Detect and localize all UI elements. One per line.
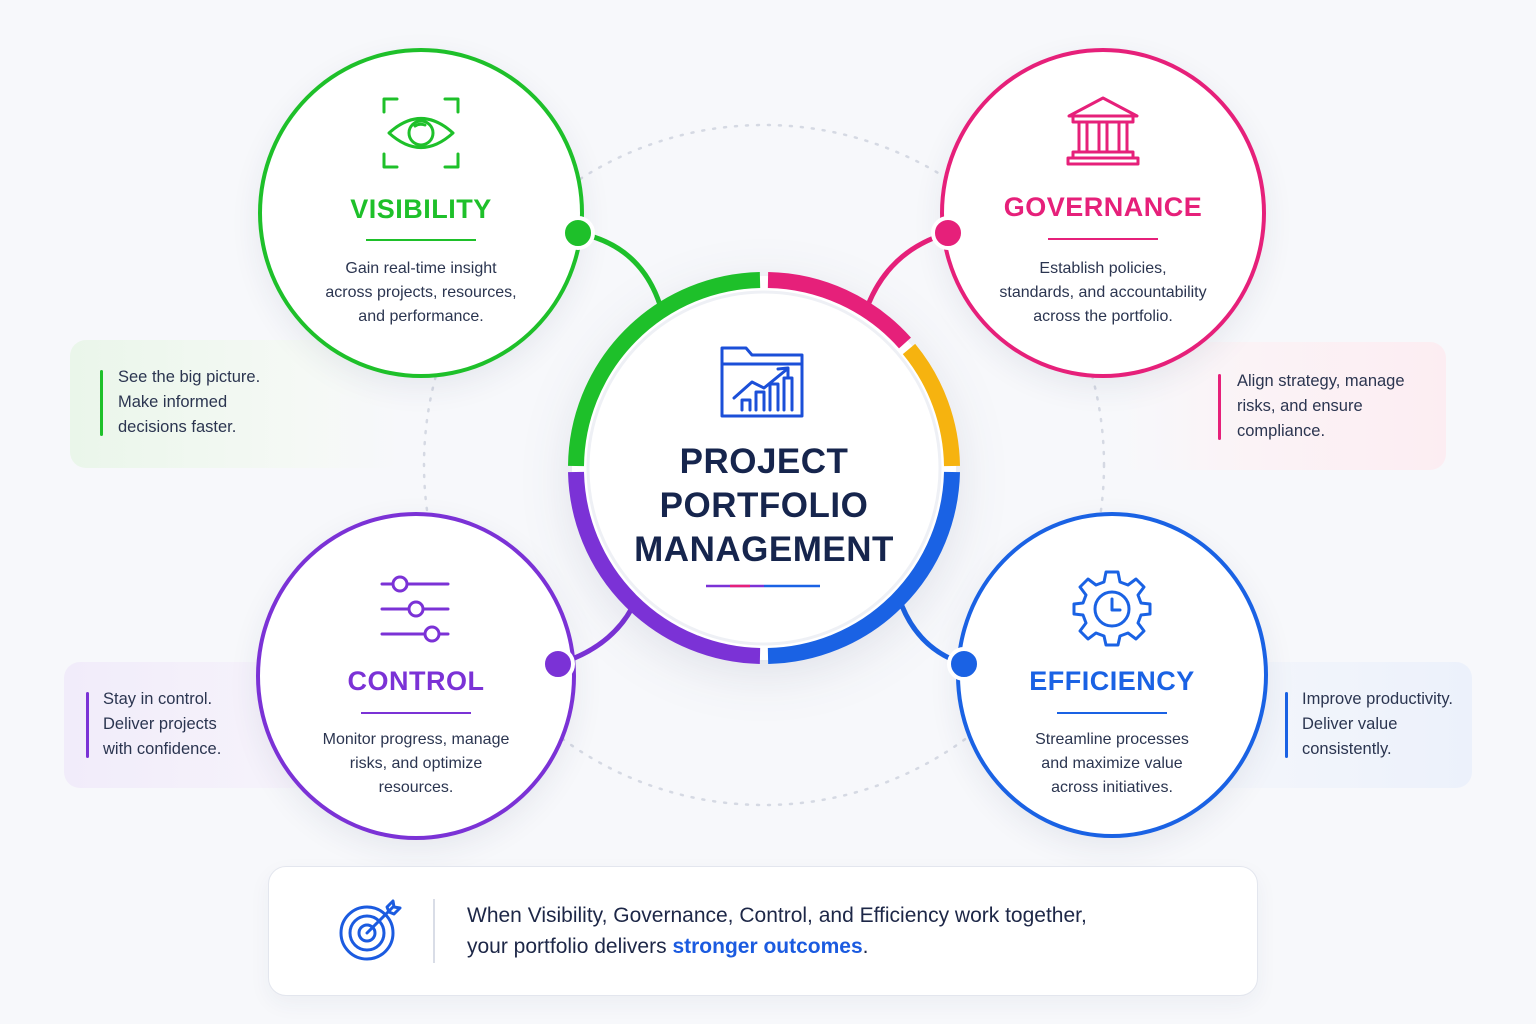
summary-line-2-prefix: your portfolio delivers (467, 935, 673, 958)
visibility-side-text: See the big picture. Make informed decis… (118, 365, 260, 440)
efficiency-card: EFFICIENCY Streamline processes and maxi… (956, 512, 1268, 838)
governance-desc-line: Establish policies, (1039, 260, 1167, 277)
efficiency-title: EFFICIENCY (1029, 666, 1195, 696)
institution-icon (1063, 92, 1143, 177)
efficiency-side-line: consistently. (1302, 740, 1392, 758)
control-title: CONTROL (347, 666, 485, 696)
governance-side-line: Align strategy, manage (1237, 372, 1405, 390)
visibility-desc-line: across projects, resources, (325, 284, 517, 301)
summary-line-2: your portfolio delivers stronger outcome… (467, 931, 1087, 962)
visibility-desc-line: Gain real-time insight (345, 260, 497, 277)
summary-message: When Visibility, Governance, Control, an… (467, 900, 1087, 962)
efficiency-desc-line: and maximize value (1041, 755, 1183, 772)
gear-clock-icon (1072, 568, 1152, 653)
control-desc-line: resources. (378, 779, 454, 796)
visibility-side-bar (100, 370, 103, 436)
efficiency-rule (1057, 712, 1167, 714)
control-side-bar (86, 692, 89, 758)
visibility-side-line: See the big picture. (118, 368, 261, 386)
efficiency-side-line: Deliver value (1302, 715, 1398, 733)
visibility-card: VISIBILITY Gain real-time insight across… (258, 48, 584, 378)
sliders-icon (378, 570, 454, 651)
control-description: Monitor progress, manage risks, and opti… (300, 728, 532, 800)
control-rule (361, 712, 471, 714)
summary-line-1: When Visibility, Governance, Control, an… (467, 904, 1087, 927)
control-side-line: Stay in control. (103, 690, 213, 708)
governance-side-line: compliance. (1237, 422, 1326, 440)
summary-divider (433, 899, 435, 963)
eye-focus-icon (381, 96, 461, 175)
summary-line-2-suffix: . (862, 935, 869, 958)
visibility-side-card: See the big picture. Make informed decis… (70, 340, 400, 468)
efficiency-side-bar (1285, 692, 1288, 758)
efficiency-desc-line: across initiatives. (1051, 779, 1173, 796)
governance-side-bar (1218, 374, 1221, 440)
visibility-description: Gain real-time insight across projects, … (302, 257, 540, 329)
efficiency-side-line: Improve productivity. (1302, 690, 1453, 708)
visibility-desc-line: and performance. (358, 308, 484, 325)
governance-card: GOVERNANCE Establish policies, standards… (940, 48, 1266, 378)
summary-card: When Visibility, Governance, Control, an… (268, 866, 1258, 996)
control-desc-line: Monitor progress, manage (322, 731, 510, 748)
visibility-title: VISIBILITY (350, 194, 492, 224)
efficiency-desc-line: Streamline processes (1035, 731, 1189, 748)
center-title: PROJECT PORTFOLIO MANAGEMENT (588, 440, 940, 572)
governance-desc-line: across the portfolio. (1033, 308, 1173, 325)
control-card: CONTROL Monitor progress, manage risks, … (256, 512, 576, 840)
visibility-side-line: decisions faster. (118, 418, 237, 436)
visibility-rule (366, 239, 476, 241)
center-title-line: PORTFOLIO (659, 486, 869, 525)
center-title-line: MANAGEMENT (634, 530, 894, 569)
control-desc-line: risks, and optimize (349, 755, 483, 772)
efficiency-side-text: Improve productivity. Deliver value cons… (1302, 687, 1453, 762)
center-title-line: PROJECT (679, 442, 849, 481)
efficiency-description: Streamline processes and maximize value … (1000, 728, 1224, 800)
summary-highlight: stronger outcomes (672, 935, 863, 958)
target-icon (337, 897, 403, 968)
control-side-line: with confidence. (103, 740, 222, 758)
control-side-line: Deliver projects (103, 715, 217, 733)
governance-title: GOVERNANCE (1003, 192, 1203, 222)
governance-side-line: risks, and ensure (1237, 397, 1363, 415)
visibility-side-line: Make informed (118, 393, 228, 411)
governance-rule (1048, 238, 1158, 240)
governance-description: Establish policies, standards, and accou… (974, 257, 1232, 329)
control-side-text: Stay in control. Deliver projects with c… (103, 687, 221, 762)
governance-side-card: Align strategy, manage risks, and ensure… (1120, 342, 1446, 470)
governance-desc-line: standards, and accountability (999, 284, 1207, 301)
governance-side-text: Align strategy, manage risks, and ensure… (1237, 369, 1405, 444)
